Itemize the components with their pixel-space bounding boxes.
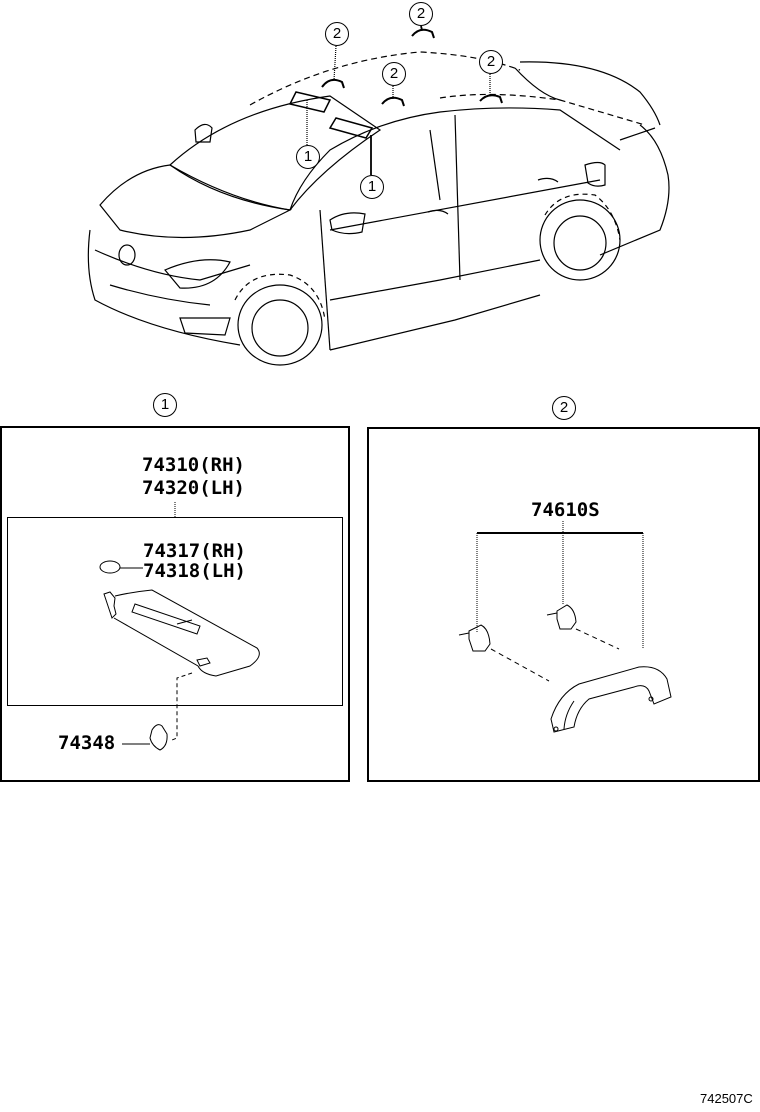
panel2-callout: 2 [552, 396, 576, 420]
callout-2-grip-rear-right: 2 [479, 50, 503, 74]
part-number-74320-lh[interactable]: 74320(LH) [142, 477, 245, 499]
vehicle-illustration [87, 25, 670, 366]
vehicle-overview: 2 2 2 2 1 1 [0, 0, 760, 390]
part-number-74348[interactable]: 74348 [58, 732, 116, 754]
callout-1-visor-right: 1 [360, 175, 384, 199]
panel1-callout: 1 [153, 393, 177, 417]
callout-1-visor-left: 1 [296, 145, 320, 169]
part-number-74318-lh[interactable]: 74318(LH) [143, 560, 246, 582]
callout-2-grip-front-right: 2 [382, 62, 406, 86]
visor-assembly-box: 74317(RH) 74318(LH) [7, 517, 343, 706]
part-number-74317-rh[interactable]: 74317(RH) [143, 540, 246, 562]
illustration-reference-code: 742507C [700, 1091, 753, 1106]
part-number-74610s[interactable]: 74610S [531, 499, 600, 521]
sun-visor-panel: 74310(RH) 74320(LH) 74317(RH) 74318(LH) … [0, 426, 350, 782]
part-number-74310-rh[interactable]: 74310(RH) [142, 454, 245, 476]
callout-2-grip-front-left: 2 [325, 22, 349, 46]
assist-grip-illustration [458, 521, 672, 733]
assist-grip-panel: 74610S [367, 427, 760, 782]
callout-2-grip-rear-left: 2 [409, 2, 433, 26]
sun-visor-illustration [99, 502, 260, 751]
